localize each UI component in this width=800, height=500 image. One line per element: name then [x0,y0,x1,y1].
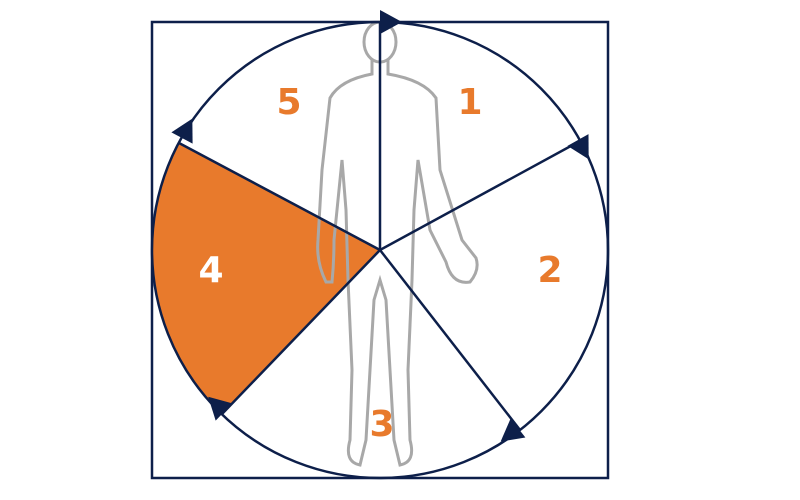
direction-arrow-icon [380,10,402,34]
segment-label-3: 3 [369,404,394,445]
segment-label-4: 4 [198,250,223,291]
segment-4-fill [152,143,380,414]
segment-label-2: 2 [537,250,562,291]
direction-arrow-icon [171,118,193,144]
direction-arrow-icon [500,418,526,442]
direction-arrow-icon [567,134,589,160]
segment-label-5: 5 [276,82,301,123]
direction-arrow-icon [208,396,233,421]
segment-label-1: 1 [457,82,482,123]
divider-lines [178,22,581,431]
